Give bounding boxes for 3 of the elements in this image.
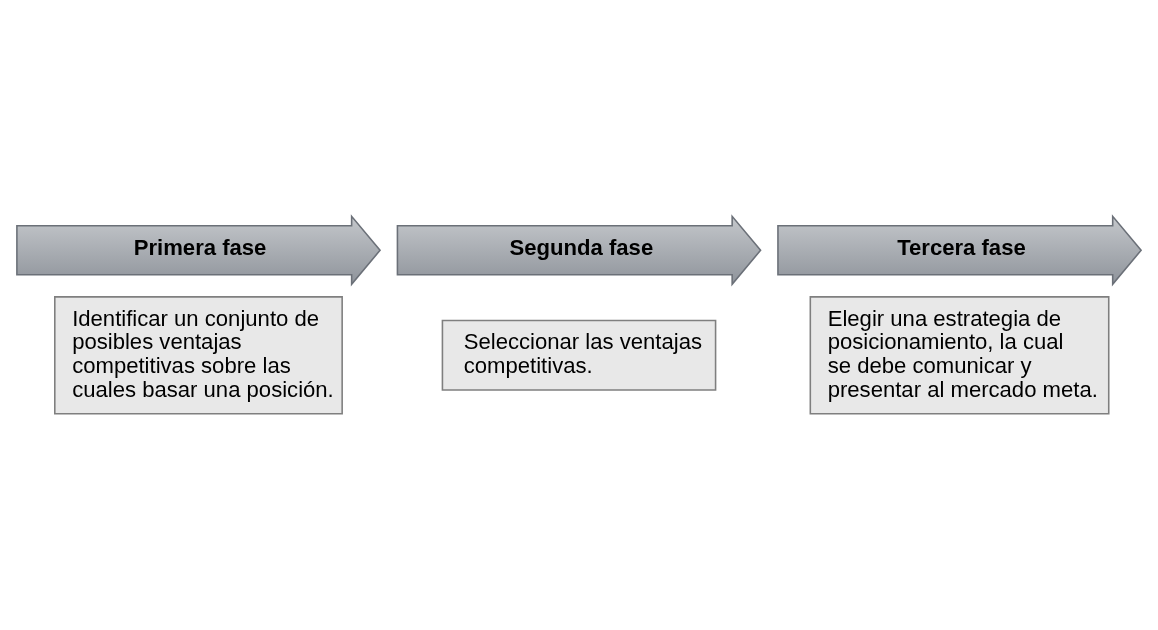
node-box: Seleccionar las ventajas competitivas. xyxy=(441,319,717,391)
node-box: Identificar un conjunto de posibles ventajas competitivas sobre las cuales basar una posición. xyxy=(54,296,343,415)
node-box: Elegir una estrategia de posicionamiento, la cual se debe comunicar y presentar al mercado meta. xyxy=(809,296,1110,415)
